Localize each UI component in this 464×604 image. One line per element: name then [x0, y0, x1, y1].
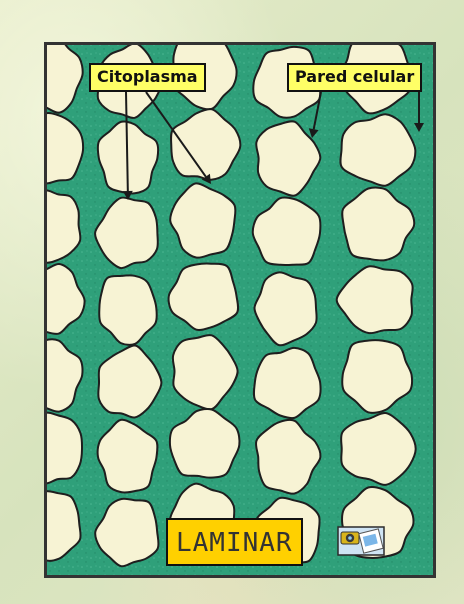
- micrograph-panel: [44, 42, 436, 578]
- laminar-button[interactable]: LAMINAR: [166, 518, 303, 566]
- citoplasma-label: Citoplasma: [89, 63, 206, 92]
- camera-icon[interactable]: [337, 526, 385, 556]
- pared-celular-label: Pared celular: [287, 63, 422, 92]
